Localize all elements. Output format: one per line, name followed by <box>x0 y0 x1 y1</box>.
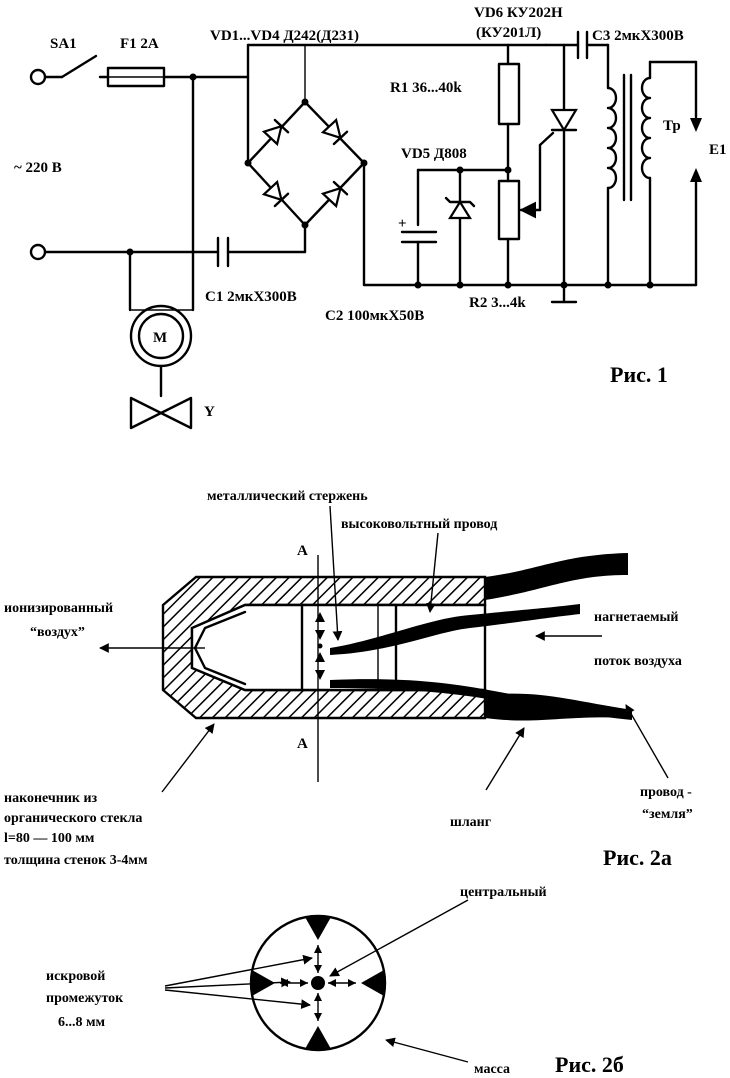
label-section-bottom: A <box>297 736 308 752</box>
label-r1: R1 36...40k <box>390 80 462 96</box>
label-vd5: VD5 Д808 <box>401 146 467 162</box>
zener-vd5 <box>444 196 476 220</box>
resistor-r2 <box>497 179 521 241</box>
label-tip-1: наконечник из <box>4 791 98 806</box>
central-electrode <box>311 976 325 990</box>
caption-fig2a: Рис. 2а <box>603 845 672 870</box>
label-vd6-alt: (КУ201Л) <box>476 25 541 41</box>
label-hv-wire: высоковольтный провод <box>341 517 497 532</box>
label-ionized-2: “воздух” <box>30 625 85 640</box>
label-ground-1: провод - <box>640 785 692 800</box>
label-air-1: нагнетаемый <box>594 610 679 625</box>
transformer-tr <box>606 60 652 287</box>
valve-y <box>129 396 193 430</box>
capacitor-c2 <box>400 230 438 244</box>
capacitor-c3 <box>576 30 589 60</box>
switch-sa1 <box>43 54 110 79</box>
label-rod: металлический стержень <box>207 489 368 504</box>
label-m: M <box>153 330 167 346</box>
ground-electrode-bottom <box>305 1026 331 1049</box>
label-section-top: A <box>297 543 308 559</box>
cross-section-diagram: искровой промежуток 6...8 мм центральный… <box>46 885 624 1077</box>
mains-terminal-top <box>29 68 47 86</box>
label-ground-2: “земля” <box>642 807 693 822</box>
label-vd1-vd4: VD1...VD4 Д242(Д231) <box>210 28 359 44</box>
label-gap-3: 6...8 мм <box>58 1015 106 1030</box>
label-gap-1: искровой <box>46 969 105 984</box>
diode-bridge-vd1-vd4 <box>244 98 368 229</box>
label-vd6: VD6 КУ202Н <box>474 5 563 21</box>
label-sa1: SA1 <box>50 36 77 52</box>
label-e1: E1 <box>709 142 727 158</box>
label-ionized-1: ионизированный <box>4 601 113 616</box>
label-mass: масса <box>474 1062 510 1077</box>
label-r2: R2 3...4k <box>469 295 526 311</box>
spark-gap-e1 <box>690 118 702 132</box>
label-air-2: поток воздуха <box>594 654 682 669</box>
circuit-diagram: SA1 F1 2A VD1...VD4 Д242(Д231) VD6 КУ202… <box>14 5 727 430</box>
label-tip-2: органического стекла <box>4 811 142 826</box>
hose-upper <box>485 553 628 600</box>
label-central: центральный <box>460 885 547 900</box>
ground-electrode-right <box>361 970 384 996</box>
thyristor-vd6 <box>550 108 578 133</box>
label-mains: ~ 220 В <box>14 160 62 176</box>
outer-ring <box>249 914 387 1052</box>
label-y: Y <box>204 404 215 420</box>
label-gap-2: промежуток <box>46 991 124 1006</box>
label-c2: C2 100мкХ50В <box>325 308 424 324</box>
label-c1: C1 2мкХ300В <box>205 289 297 305</box>
label-tr: Тр <box>663 118 681 134</box>
nozzle-section-diagram: A A металлический стержень высоковольтны… <box>4 489 693 870</box>
label-c3: C3 2мкХ300В <box>592 28 684 44</box>
hv-wire <box>330 604 580 655</box>
label-tip-3: l=80 — 100 мм <box>4 831 95 846</box>
ground-wire <box>330 679 632 720</box>
caption-fig1: Рис. 1 <box>610 362 668 387</box>
ground-electrode-top <box>305 917 331 940</box>
label-tip-4: толщина стенок 3-4мм <box>4 853 148 868</box>
label-f1: F1 2A <box>120 36 159 52</box>
mains-terminal-bottom <box>29 243 47 261</box>
resistor-r1 <box>497 62 521 126</box>
caption-fig2b: Рис. 2б <box>555 1052 624 1077</box>
label-c2-plus: + <box>398 216 407 232</box>
label-hose: шланг <box>450 815 491 830</box>
capacitor-c1 <box>216 236 230 268</box>
